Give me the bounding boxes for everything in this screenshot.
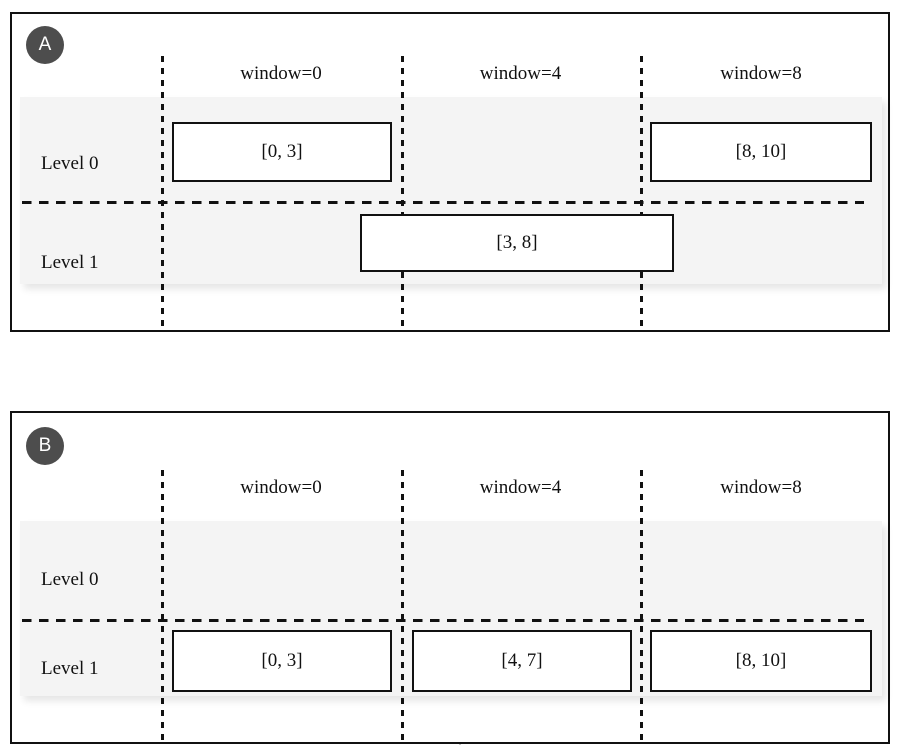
panel-b-level1-interval-box-1: [4, 7] [412, 630, 632, 692]
panel-a-column-header-window-0: window=0 [240, 63, 322, 84]
panel-b-row-label-level-1: Level 1 [41, 658, 99, 679]
panel-b-row-label-level-0: Level 0 [41, 569, 99, 590]
panel-a-level0-interval-box-0: [0, 3] [172, 122, 392, 182]
panel-b-badge: B [26, 427, 64, 465]
panel-a-column-header-window-4: window=4 [479, 63, 562, 84]
panel-b-level1-interval-box-0: [0, 3] [172, 630, 392, 692]
panel-b-level-divider [22, 619, 864, 622]
panel-b: B window=0 window=4 window=8 Level 0 Lev… [10, 411, 890, 744]
panel-b-level1-interval-box-2: [8, 10] [650, 630, 872, 692]
panel-a-window-divider-0 [161, 56, 164, 328]
panel-b-window-divider-0 [161, 470, 164, 742]
panel-b-window-divider-2 [640, 470, 643, 742]
panel-a-row-label-level-1: Level 1 [41, 252, 99, 273]
panel-a-level0-interval-box-1: [8, 10] [650, 122, 872, 182]
panel-a-window-divider-1 [401, 56, 404, 328]
panel-b-window-divider-1 [401, 470, 404, 742]
panel-a-window-divider-2 [640, 56, 643, 328]
transition-group: Strict window compaction, window = 4 [0, 340, 906, 745]
panel-a-row-label-level-0: Level 0 [41, 153, 99, 174]
panel-a: A window=0 window=4 window=8 Level 0 Lev… [10, 12, 890, 332]
panel-a-column-header-window-8: window=8 [720, 63, 802, 84]
panel-b-column-header-window-0: window=0 [240, 477, 322, 498]
panel-a-level1-interval-box-0: [3, 8] [360, 214, 674, 272]
panel-b-column-header-window-4: window=4 [479, 477, 562, 498]
panel-b-column-header-window-8: window=8 [720, 477, 802, 498]
panel-a-level-divider [22, 201, 864, 204]
panel-a-badge: A [26, 26, 64, 64]
